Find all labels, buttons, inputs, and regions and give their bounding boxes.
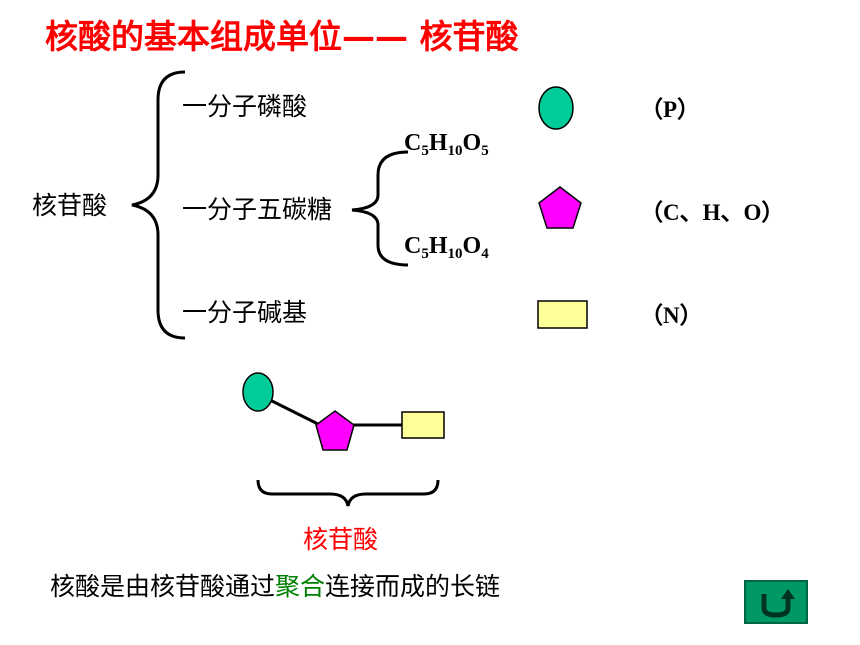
model-caption: 核苷酸 [303,525,379,554]
summary-after: 连接而成的长链 [325,572,501,601]
model-phosphate [242,372,274,412]
page-title: 核酸的基本组成单位—— 核苷酸 [45,17,519,56]
return-button[interactable] [744,580,808,624]
summary-highlight: 聚合 [275,572,326,601]
model-bond-1 [269,398,321,427]
component-base-label: 一分子碱基 [182,298,308,327]
base-elements: （N） [640,303,703,328]
root-label: 核苷酸 [32,191,108,220]
summary-sentence: 核酸是由核苷酸通过聚合连接而成的长链 [50,567,500,603]
model-brace [256,479,440,507]
sugar-brace [351,150,409,267]
main-brace [131,70,186,340]
phosphate-elements: （P） [640,97,701,122]
sugar-formula-deoxyribose: C5H10O4 [404,233,489,262]
component-phosphate-label: 一分子磷酸 [182,92,308,121]
summary-before: 核酸是由核苷酸通过 [50,572,276,601]
sugar-formula-ribose: C5H10O5 [404,130,489,159]
model-base [401,411,445,439]
model-sugar [315,410,355,451]
sugar-elements: （C、H、O） [640,200,785,225]
base-rectangle [537,300,588,329]
return-arrow-icon [761,589,795,618]
component-sugar-label: 一分子五碳糖 [182,195,333,224]
phosphate-circle [538,86,574,130]
sugar-pentagon [538,186,582,229]
